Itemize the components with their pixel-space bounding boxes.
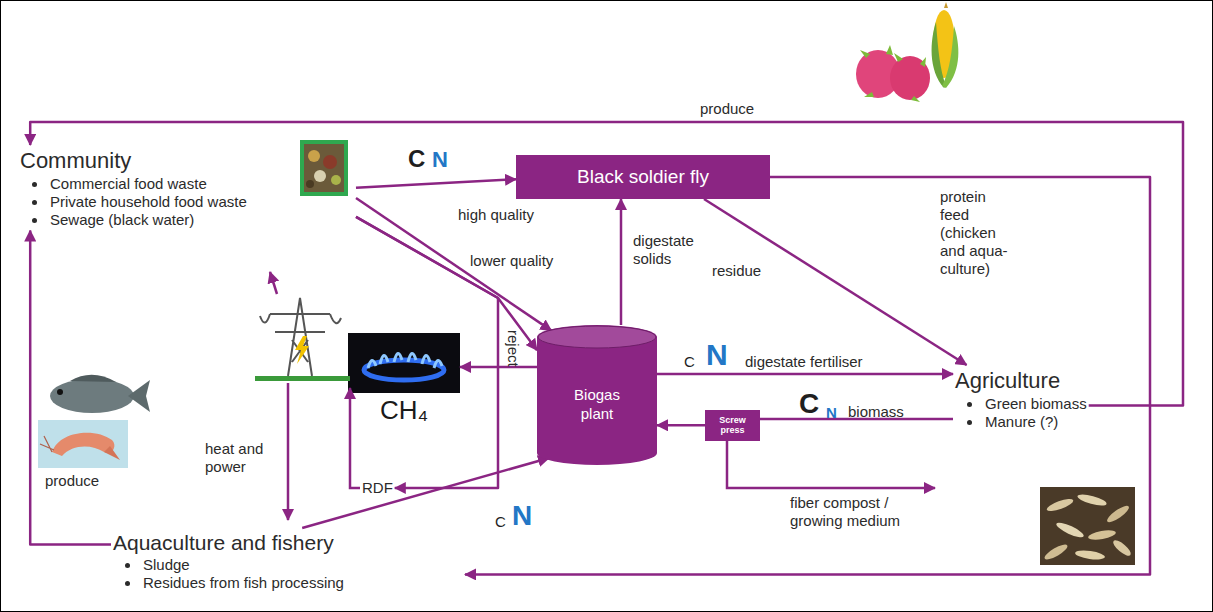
bullet-text: Sewage (black water)	[50, 211, 194, 228]
heat-power-line	[287, 383, 290, 520]
node-heading: Aquaculture and fishery	[113, 530, 463, 556]
rdf-node: RDF	[360, 479, 395, 497]
bullet-item: Sewage (black water)	[20, 211, 354, 229]
bullet-text: Residues from fish processing	[143, 574, 344, 591]
produce-picture	[856, 2, 958, 102]
bullet-dot	[125, 581, 130, 586]
edge-label: high quality	[458, 206, 534, 224]
screw-press-box: Screw press	[705, 410, 760, 441]
shrimp-picture	[38, 420, 128, 468]
bullet-item: Green biomass	[955, 395, 1087, 413]
bullet-text: Commercial food waste	[50, 175, 207, 192]
element-symbol: C	[408, 147, 425, 171]
bullet-text: Green biomass	[985, 395, 1087, 412]
flow-connector	[460, 366, 537, 369]
bullet-text: Sludge	[143, 556, 190, 573]
edge-label: digestate fertiliser	[745, 353, 863, 371]
bullet-item: Commercial food waste	[20, 175, 354, 193]
edge-label: digestate solids	[633, 232, 705, 268]
food-waste-picture	[300, 140, 348, 196]
agriculture-block: AgricultureGreen biomassManure (?)	[953, 365, 1089, 433]
edge-label: biomass	[848, 403, 904, 421]
power-pylon	[255, 298, 350, 381]
bullet-dot	[32, 218, 37, 223]
formula-text: CH₄	[380, 396, 428, 425]
fish-picture	[50, 375, 150, 413]
bullet-dot	[967, 402, 972, 407]
fiber-compost-line	[727, 438, 935, 488]
element-symbol: N	[706, 340, 728, 370]
flow-connector	[657, 424, 705, 427]
edge-label: reject	[504, 330, 522, 367]
flow-connector	[30, 231, 111, 545]
power-out-arrow	[270, 272, 277, 294]
community-block: CommunityCommercial food wastePrivate ho…	[18, 145, 356, 231]
note-label: heat and power	[205, 440, 280, 476]
node-heading: Agriculture	[955, 367, 1087, 395]
box-text: Black soldier fly	[577, 166, 709, 188]
edge-label: protein feed (chicken and aqua- culture)	[940, 188, 1016, 278]
larvae-picture	[1040, 487, 1135, 565]
edge-label: residue	[712, 262, 761, 280]
bullet-item: Residues from fish processing	[113, 574, 463, 592]
element-symbol: C	[684, 354, 695, 369]
edge-label: produce	[700, 100, 754, 118]
bullet-text: Private household food waste	[50, 193, 247, 210]
element-symbol: N	[432, 149, 448, 171]
node-heading: Community	[20, 147, 354, 175]
edge-label: lower quality	[470, 252, 553, 270]
methane-output: CH₄	[348, 333, 460, 425]
flow-connector	[704, 199, 967, 365]
flow-connector	[465, 177, 1150, 574]
element-symbol: N	[512, 502, 532, 530]
flow-connector	[302, 458, 549, 528]
rdf-to-power-line	[350, 388, 360, 488]
flow-connector	[657, 373, 953, 376]
bullet-item: Private household food waste	[20, 193, 354, 211]
bullet-item: Sludge	[113, 556, 463, 574]
bullet-dot	[967, 420, 972, 425]
cylinder-text: Biogas plant	[562, 386, 632, 424]
bullet-dot	[32, 182, 37, 187]
note-label: fiber compost / growing medium	[790, 494, 910, 530]
flow-connector	[620, 199, 623, 325]
gas-flame-picture	[348, 333, 460, 393]
element-symbol: C	[495, 514, 506, 529]
aquaculture-block: Aquaculture and fisherySludgeResidues fr…	[111, 528, 465, 594]
bullet-item: Manure (?)	[955, 413, 1087, 431]
flow-connector	[356, 179, 516, 188]
element-symbol: C	[799, 390, 819, 418]
bullet-dot	[32, 200, 37, 205]
element-symbol: N	[826, 405, 837, 420]
box-text: Screw press	[707, 415, 758, 436]
process-box: Black soldier fly	[516, 155, 770, 199]
node-text: RDF	[362, 479, 393, 496]
edge-label: produce	[45, 472, 99, 490]
bullet-text: Manure (?)	[985, 413, 1058, 430]
bullet-dot	[125, 563, 130, 568]
biogas-cylinder: Biogas plant	[537, 325, 657, 465]
